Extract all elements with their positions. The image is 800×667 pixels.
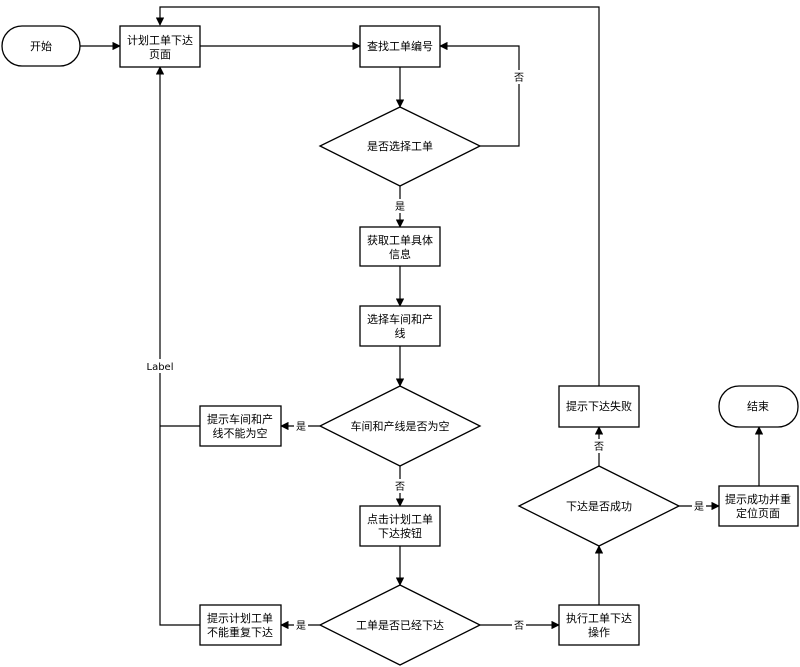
node-success: 提示成功并重 定位页面 <box>718 485 799 527</box>
svg-text:线不能为空: 线不能为空 <box>213 426 268 440</box>
node-start: 开始 <box>1 25 81 67</box>
edge-label-yes-success: 是 <box>692 499 706 513</box>
svg-text:是: 是 <box>296 620 306 632</box>
node-plan-page: 计划工单下达 页面 <box>119 25 201 68</box>
edge-label-no-empty: 否 <box>393 479 407 493</box>
edge-label-yes-empty: 是 <box>294 419 308 433</box>
svg-text:车间和产线是否为空: 车间和产线是否为空 <box>351 419 450 433</box>
svg-text:线: 线 <box>395 326 406 340</box>
svg-text:结束: 结束 <box>747 400 769 413</box>
svg-text:否: 否 <box>395 481 405 493</box>
svg-text:下达是否成功: 下达是否成功 <box>566 500 632 513</box>
svg-text:选择车间和产: 选择车间和产 <box>367 312 433 326</box>
svg-text:工单是否已经下达: 工单是否已经下达 <box>356 619 444 632</box>
svg-text:提示计划工单: 提示计划工单 <box>207 612 273 625</box>
svg-text:获取工单具体: 获取工单具体 <box>367 233 433 247</box>
svg-text:下达按钮: 下达按钮 <box>378 526 422 540</box>
svg-text:信息: 信息 <box>389 247 411 261</box>
node-is-selected: 是否选择工单 <box>318 106 482 187</box>
node-end: 结束 <box>718 385 799 428</box>
node-execute: 执行工单下达 操作 <box>558 604 640 646</box>
svg-text:是: 是 <box>694 501 704 513</box>
edge-tip-dup-loop-plan-page <box>155 66 200 626</box>
svg-text:执行工单下达: 执行工单下达 <box>566 611 632 625</box>
svg-text:查找工单编号: 查找工单编号 <box>367 39 433 53</box>
svg-text:不能重复下达: 不能重复下达 <box>207 625 273 639</box>
node-click-button: 点击计划工单 下达按钮 <box>359 505 441 547</box>
edge-is-selected-no-loop <box>439 41 520 147</box>
node-tip-duplicate: 提示计划工单 不能重复下达 <box>199 604 282 646</box>
svg-text:否: 否 <box>514 620 524 632</box>
edge-fail-loop-plan-page <box>155 6 600 386</box>
edge-label-left-loop: Label <box>143 359 177 373</box>
svg-text:点击计划工单: 点击计划工单 <box>367 513 433 526</box>
node-is-empty: 车间和产线是否为空 <box>318 385 482 467</box>
edge-label-yes-select: 是 <box>393 199 407 213</box>
svg-text:提示下达失败: 提示下达失败 <box>566 399 632 413</box>
svg-text:计划工单下达: 计划工单下达 <box>127 34 193 47</box>
svg-text:操作: 操作 <box>588 625 610 639</box>
edge-label-no-select: 否 <box>512 70 526 84</box>
node-is-success: 下达是否成功 <box>517 465 681 547</box>
svg-text:否: 否 <box>514 72 524 84</box>
svg-text:是: 是 <box>395 201 405 213</box>
svg-text:定位页面: 定位页面 <box>736 506 780 520</box>
svg-text:是否选择工单: 是否选择工单 <box>367 139 433 153</box>
node-fail: 提示下达失败 <box>558 385 640 428</box>
node-tip-empty: 提示车间和产 线不能为空 <box>199 405 282 447</box>
svg-text:开始: 开始 <box>30 39 52 53</box>
svg-text:Label: Label <box>147 362 174 373</box>
node-find-order-no: 查找工单编号 <box>359 25 441 68</box>
svg-text:是: 是 <box>296 421 306 433</box>
svg-text:提示车间和产: 提示车间和产 <box>207 412 273 426</box>
svg-text:页面: 页面 <box>149 48 171 61</box>
svg-text:提示成功并重: 提示成功并重 <box>725 492 791 506</box>
svg-text:否: 否 <box>594 441 604 453</box>
node-select-line: 选择车间和产 线 <box>359 305 441 347</box>
edge-label-no-issued: 否 <box>512 618 526 632</box>
node-get-info: 获取工单具体 信息 <box>359 226 441 267</box>
edge-label-no-success: 否 <box>592 439 606 453</box>
edge-label-yes-issued: 是 <box>294 618 308 632</box>
node-is-issued: 工单是否已经下达 <box>318 584 482 666</box>
